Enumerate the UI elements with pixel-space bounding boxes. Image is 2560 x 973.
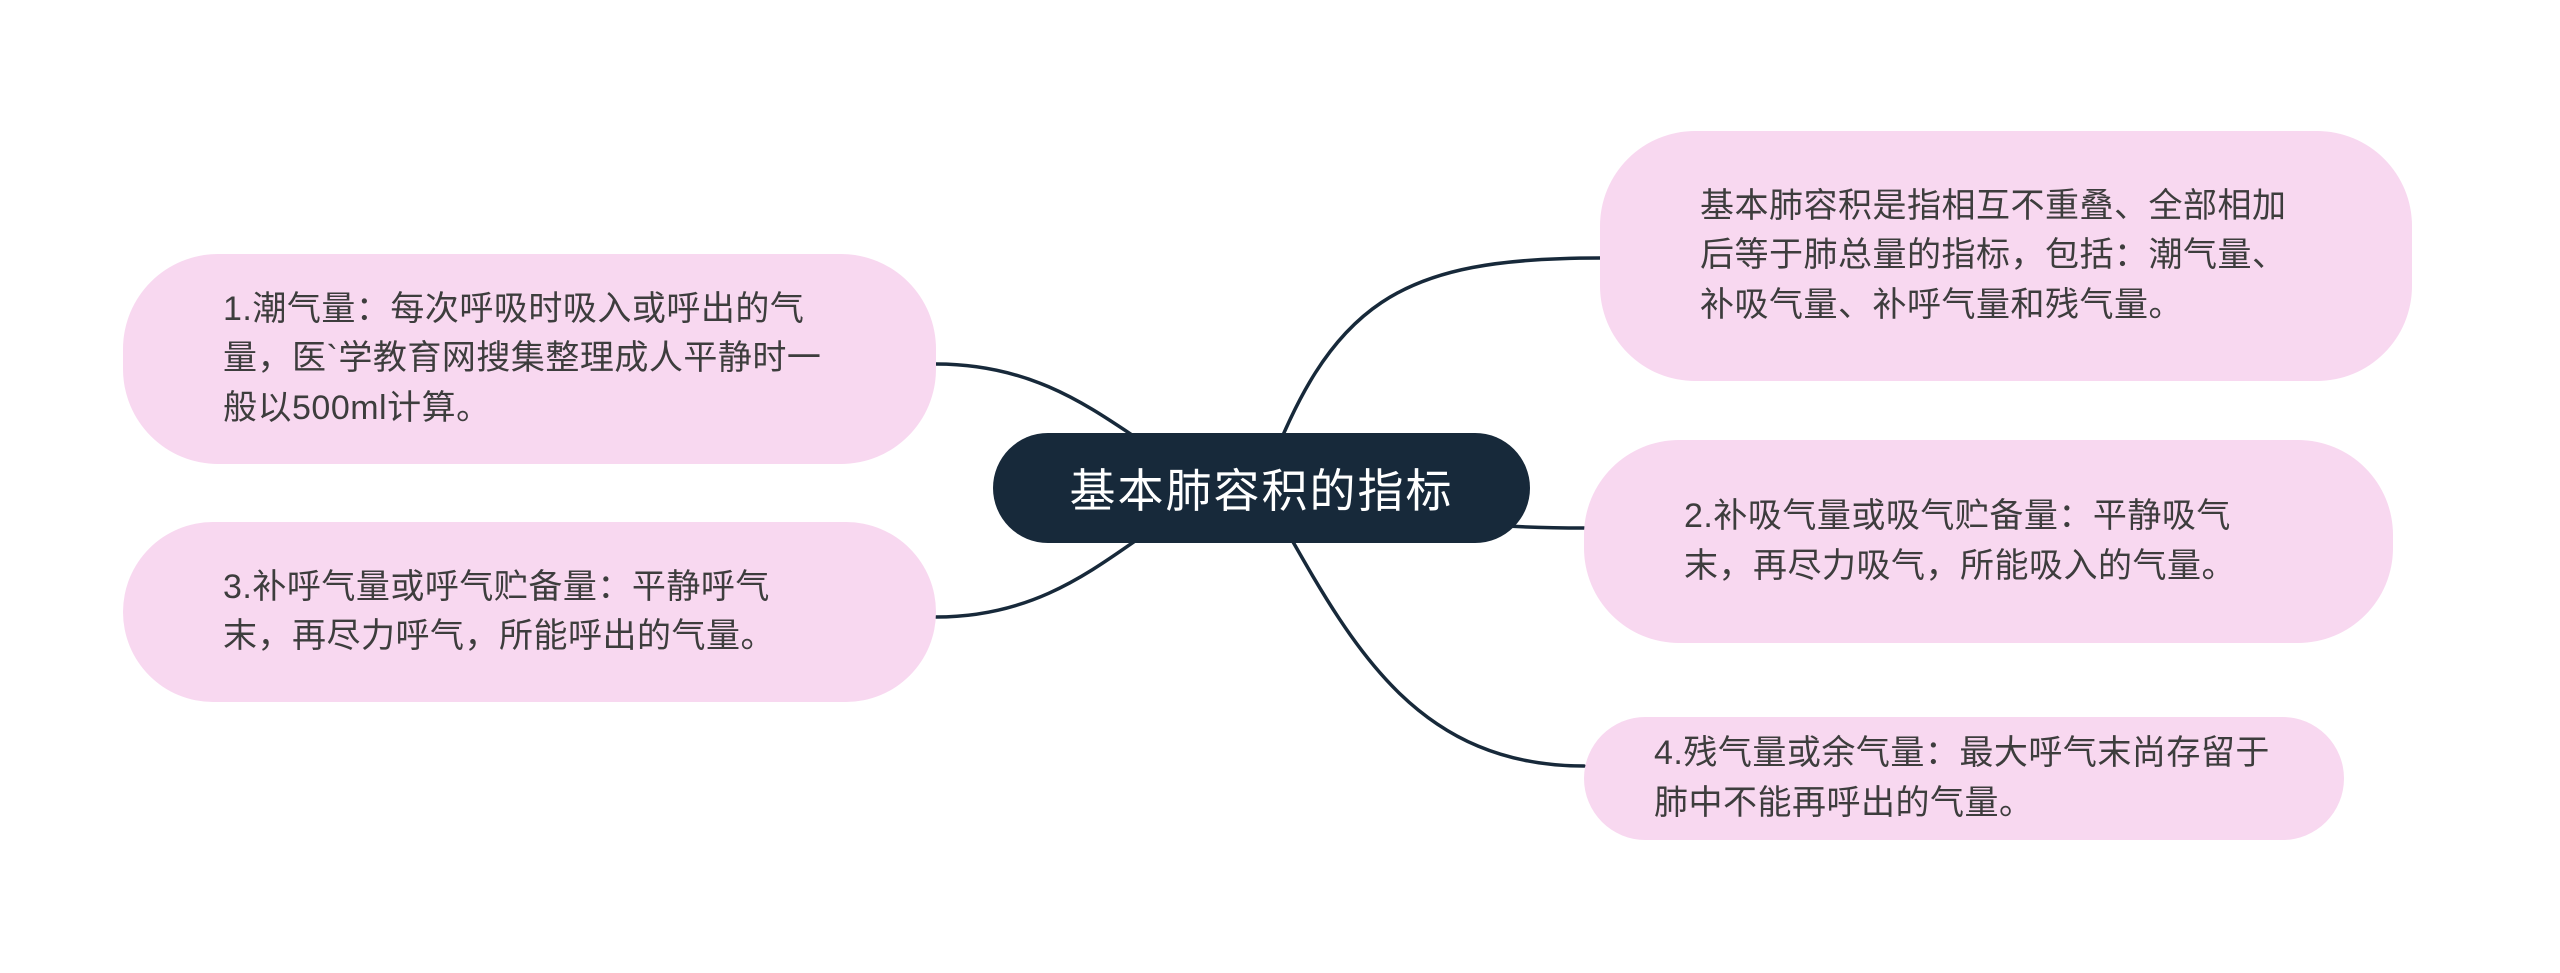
node-overview-text: 基本肺容积是指相互不重叠、全部相加后等于肺总量的指标，包括：潮气量、补吸气量、补… bbox=[1700, 187, 2287, 324]
node-residual-volume-text: 4.残气量或余气量：最大呼气末尚存留于肺中不能再呼出的气量。 bbox=[1654, 734, 2270, 822]
node-tidal-volume-text: 1.潮气量：每次呼吸时吸入或呼出的气量，医`学教育网搜集整理成人平静时一般以50… bbox=[223, 290, 822, 427]
node-inspiratory-reserve: 2.补吸气量或吸气贮备量：平静吸气末，再尽力吸气，所能吸入的气量。 bbox=[1584, 440, 2393, 643]
center-node-label: 基本肺容积的指标 bbox=[1069, 465, 1454, 517]
center-node: 基本肺容积的指标 bbox=[993, 433, 1530, 543]
node-tidal-volume: 1.潮气量：每次呼吸时吸入或呼出的气量，医`学教育网搜集整理成人平静时一般以50… bbox=[123, 254, 936, 464]
node-expiratory-reserve: 3.补呼气量或呼气贮备量：平静呼气末，再尽力呼气，所能呼出的气量。 bbox=[123, 522, 936, 702]
node-residual-volume: 4.残气量或余气量：最大呼气末尚存留于肺中不能再呼出的气量。 bbox=[1584, 717, 2344, 840]
node-expiratory-reserve-text: 3.补呼气量或呼气贮备量：平静呼气末，再尽力呼气，所能呼出的气量。 bbox=[223, 567, 775, 655]
connector-overview bbox=[1260, 256, 1602, 490]
node-overview: 基本肺容积是指相互不重叠、全部相加后等于肺总量的指标，包括：潮气量、补吸气量、补… bbox=[1600, 131, 2412, 381]
node-inspiratory-reserve-text: 2.补吸气量或吸气贮备量：平静吸气末，再尽力吸气，所能吸入的气量。 bbox=[1684, 497, 2236, 585]
